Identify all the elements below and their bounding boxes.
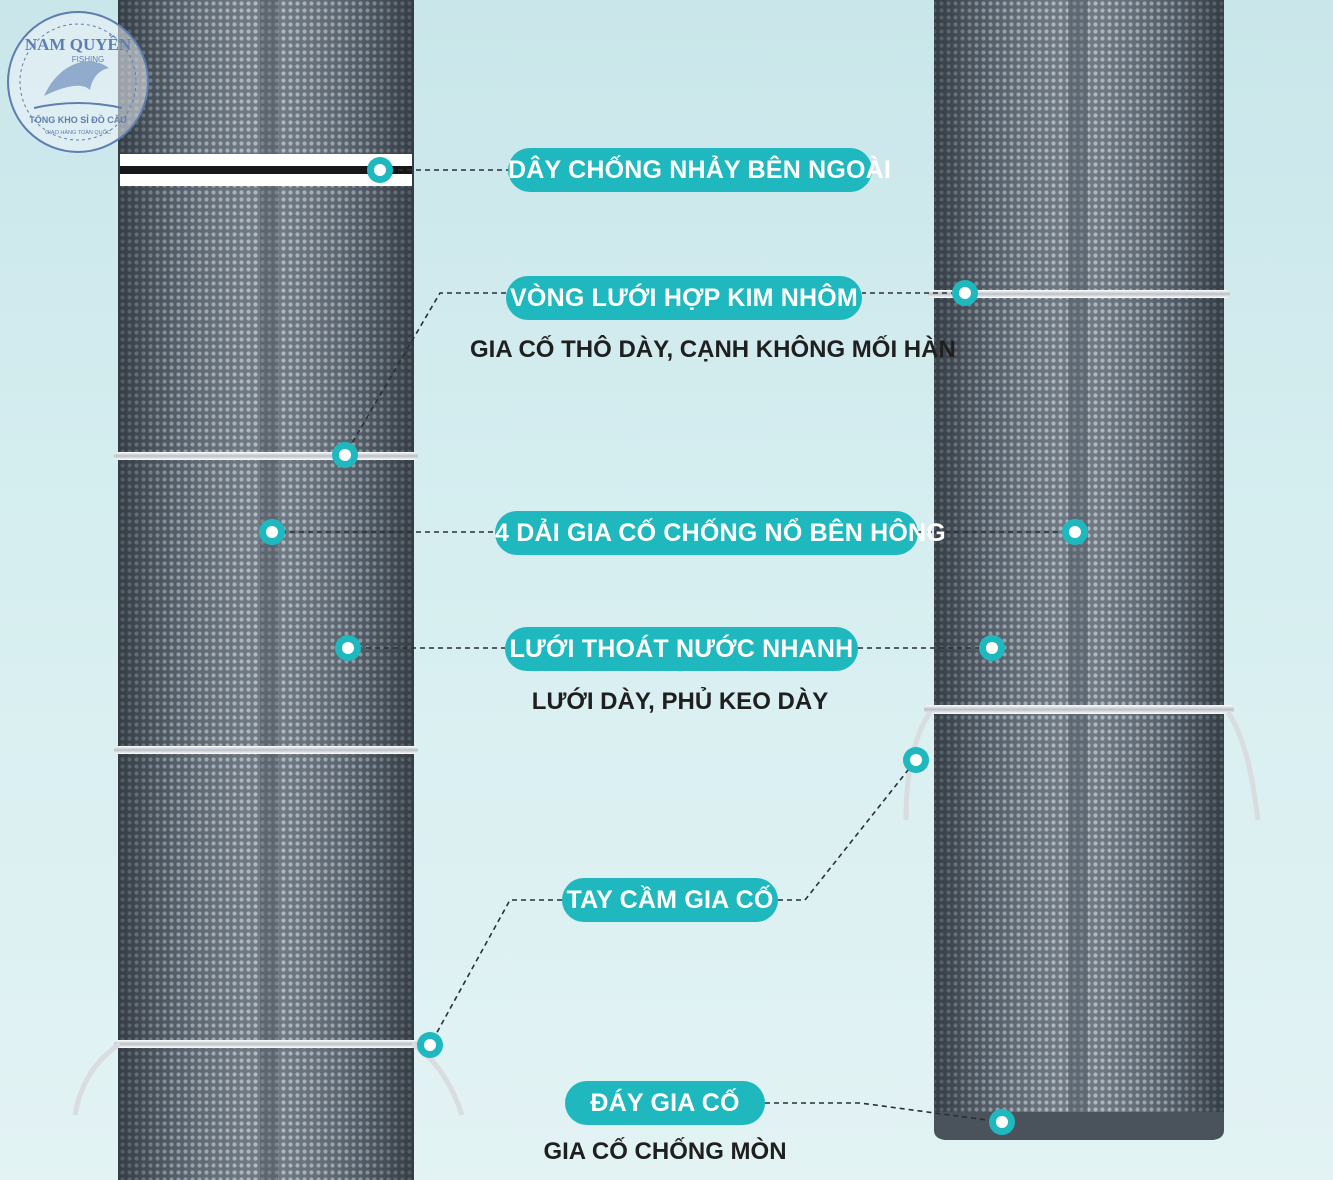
- brand-logo: NAM QUYỀN FISHING TỔNG KHO SỈ ĐỒ CÂU GIA…: [7, 11, 149, 153]
- dot-base: [989, 1109, 1015, 1135]
- fish-icon: [44, 61, 109, 96]
- line-base: [765, 1102, 1003, 1123]
- line-handle-left: [429, 899, 562, 1046]
- line-ring-left: [344, 292, 506, 456]
- line-handle-right: [778, 759, 917, 901]
- wave-icon: [33, 102, 123, 109]
- left-keepnet: [72, 0, 465, 1180]
- callout-side-reinforcement-strips: 4 DẢI GIA CỐ CHỐNG NỔ BÊN HÔNG: [495, 511, 946, 555]
- left-handle-left: [72, 1041, 122, 1116]
- dot-ring-right: [952, 280, 978, 306]
- marker-dots: [259, 157, 1088, 1135]
- left-ring-middle: [114, 746, 418, 754]
- callout-quick-drain-mesh: LƯỚI THOÁT NƯỚC NHANH: [505, 627, 858, 671]
- left-reinforcement-strip: [260, 0, 278, 1180]
- left-ring-upper: [114, 452, 418, 460]
- dot-strap: [367, 157, 393, 183]
- logo-brand: NAM QUYỀN: [25, 35, 132, 54]
- left-ring-lower: [114, 1040, 418, 1048]
- right-ring-top: [928, 290, 1230, 298]
- note-quick-drain-mesh: LƯỚI DÀY, PHỦ KEO DÀY: [531, 688, 829, 715]
- dot-ring-left: [332, 442, 358, 468]
- left-strap-top: [120, 154, 412, 166]
- logo-shipping: GIAO HÀNG TOÀN QUỐC: [45, 129, 111, 136]
- logo-tagline: FISHING: [72, 55, 104, 64]
- callout-reinforced-handle: TAY CẦM GIA CỐ: [562, 878, 778, 922]
- note-reinforced-base: GIA CỐ CHỐNG MÒN: [543, 1138, 787, 1165]
- dot-mesh-left: [335, 635, 361, 661]
- dot-strip-right: [1062, 519, 1088, 545]
- callout-aluminum-alloy-ring: VÒNG LƯỚI HỢP KIM NHÔM: [506, 276, 862, 320]
- dot-handle-right: [903, 747, 929, 773]
- left-strap-bottom: [120, 174, 412, 186]
- dot-mesh-right: [979, 635, 1005, 661]
- right-keepnet: [903, 0, 1261, 1140]
- callout-reinforced-base: ĐÁY GIA CỐ: [565, 1081, 765, 1125]
- connector-lines: [272, 169, 1075, 1123]
- right-ring-middle: [924, 705, 1234, 714]
- dot-handle-left: [417, 1032, 443, 1058]
- callout-outer-anti-jump-strap: DÂY CHỐNG NHẢY BÊN NGOÀI: [508, 148, 891, 192]
- logo-store: TỔNG KHO SỈ ĐỒ CÂU: [29, 114, 127, 125]
- right-base: [934, 1112, 1224, 1140]
- right-reinforcement-strip: [1068, 0, 1088, 1120]
- dot-strip-left: [259, 519, 285, 545]
- note-aluminum-alloy-ring: GIA CỐ THÔ DÀY, CẠNH KHÔNG MỐI HÀN: [470, 336, 956, 363]
- right-handle-right: [1225, 710, 1261, 821]
